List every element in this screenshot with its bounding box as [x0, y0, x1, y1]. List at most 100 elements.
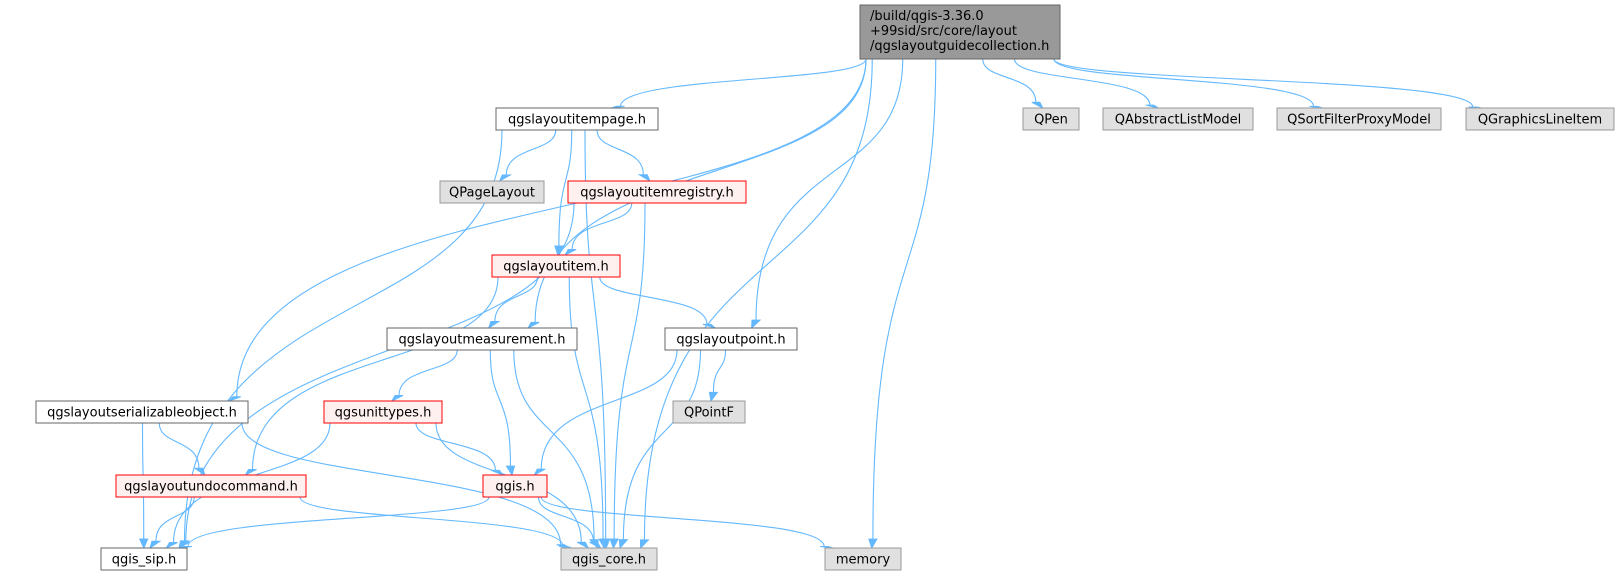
- node-qgline[interactable]: QGraphicsLineItem: [1465, 107, 1615, 131]
- edge-point-to-qgis: [533, 349, 678, 477]
- node-box: [1022, 107, 1080, 131]
- node-qpointf[interactable]: QPointF: [672, 400, 746, 424]
- node-label: qgslayoutpoint.h: [676, 333, 785, 348]
- edge-arrowhead: [609, 538, 619, 550]
- node-box: [386, 327, 578, 351]
- edge-line: [183, 129, 503, 541]
- edge-arrowhead: [708, 391, 719, 403]
- node-box: [859, 4, 1061, 60]
- edges-layer: [138, 58, 1482, 550]
- node-qabs[interactable]: QAbstractListModel: [1102, 107, 1254, 131]
- edge-arrowhead: [563, 248, 577, 257]
- node-sip[interactable]: qgis_sip.h: [100, 547, 188, 571]
- edge-line: [712, 349, 727, 393]
- edge-registry-to-item: [563, 202, 633, 257]
- edge-undo-to-sip: [149, 496, 195, 550]
- edge-root-to-qsort: [1053, 58, 1323, 109]
- node-label: QPointF: [684, 406, 734, 421]
- edge-line: [251, 276, 499, 470]
- edge-arrowhead: [228, 396, 241, 402]
- node-unittypes[interactable]: qgsunittypes.h: [323, 400, 443, 424]
- edge-arrowhead: [505, 465, 516, 477]
- node-box: [824, 547, 902, 571]
- node-qpagelayout[interactable]: QPageLayout: [439, 180, 545, 204]
- node-box: [439, 180, 545, 204]
- node-item[interactable]: qgslayoutitem.h: [491, 254, 621, 278]
- node-qgis[interactable]: qgis.h: [482, 474, 548, 498]
- node-box: [491, 254, 621, 278]
- edge-unittypes-to-qgis: [415, 422, 505, 477]
- node-box: [482, 474, 548, 498]
- node-label: qgslayoutitemregistry.h: [580, 186, 734, 201]
- edge-arrowhead: [639, 539, 650, 550]
- edge-line: [982, 58, 1037, 103]
- edge-root-to-core: [639, 58, 873, 550]
- node-label: qgis_sip.h: [112, 553, 176, 568]
- edge-root-to-qgline: [1053, 58, 1482, 109]
- node-label: QAbstractListModel: [1115, 113, 1242, 128]
- node-qpen[interactable]: QPen: [1022, 107, 1080, 131]
- node-core[interactable]: qgis_core.h: [560, 547, 658, 571]
- node-box: [664, 327, 798, 351]
- edge-line: [187, 496, 490, 547]
- edge-arrowhead: [177, 541, 191, 550]
- edge-item-to-core: [568, 276, 608, 550]
- edge-serializable-to-undo: [158, 422, 206, 477]
- edge-arrowhead: [554, 245, 564, 257]
- node-box: [35, 400, 249, 424]
- edge-point-to-qpointf: [708, 349, 727, 403]
- node-box: [115, 474, 307, 498]
- node-memory[interactable]: memory: [824, 547, 902, 571]
- node-root[interactable]: /build/qgis-3.36.0+99sid/src/core/layout…: [859, 4, 1061, 60]
- node-box: [560, 547, 658, 571]
- edge-arrowhead: [165, 542, 178, 550]
- node-undo[interactable]: qgslayoutundocommand.h: [115, 474, 307, 498]
- node-qsort[interactable]: QSortFilterProxyModel: [1276, 107, 1442, 131]
- node-label: memory: [836, 553, 891, 568]
- edge-line: [599, 276, 708, 325]
- edge-line: [643, 58, 873, 540]
- edge-line: [558, 129, 573, 247]
- node-box: [1102, 107, 1254, 131]
- edge-item-to-point: [599, 276, 716, 329]
- edge-line: [415, 422, 496, 471]
- edge-line: [571, 202, 633, 250]
- edge-arrowhead: [1145, 104, 1159, 109]
- edge-arrowhead: [820, 545, 834, 549]
- edge-line: [1013, 58, 1151, 106]
- node-label: qgslayoutitempage.h: [508, 113, 646, 128]
- edge-qgis-to-sip: [178, 496, 490, 549]
- edge-itempage-to-item: [554, 129, 573, 257]
- node-serializable[interactable]: qgslayoutserializableobject.h: [35, 400, 249, 424]
- node-label: qgis_core.h: [572, 553, 646, 568]
- edge-arrowhead: [498, 174, 513, 183]
- node-box: [1276, 107, 1442, 131]
- edge-line: [537, 496, 595, 543]
- edge-measurement-to-unittypes: [390, 349, 458, 403]
- node-registry[interactable]: qgslayoutitemregistry.h: [567, 180, 747, 204]
- edge-line: [568, 276, 604, 540]
- node-itempage[interactable]: qgslayoutitempage.h: [495, 107, 659, 131]
- node-label: qgsunittypes.h: [335, 406, 432, 421]
- edge-arrowhead: [702, 323, 716, 329]
- edge-arrowhead: [193, 467, 206, 477]
- edge-itempage-to-qpagelayout: [498, 129, 557, 183]
- edge-arrowhead: [637, 174, 651, 183]
- node-box: [567, 180, 747, 204]
- edge-point-to-core: [618, 349, 702, 550]
- edge-line: [596, 129, 644, 175]
- edge-root-to-itempage: [611, 58, 867, 109]
- node-box: [100, 547, 188, 571]
- edge-arrowhead: [1031, 101, 1044, 110]
- node-label: QPageLayout: [449, 186, 535, 201]
- node-measurement[interactable]: qgslayoutmeasurement.h: [386, 327, 578, 351]
- node-label: QPen: [1034, 113, 1068, 128]
- node-label: qgslayoutmeasurement.h: [399, 333, 566, 348]
- edge-line: [494, 276, 539, 322]
- node-label: qgslayoutitem.h: [503, 260, 609, 275]
- node-point[interactable]: qgslayoutpoint.h: [664, 327, 798, 351]
- node-label-line: /build/qgis-3.36.0: [870, 9, 984, 24]
- edge-line: [299, 496, 564, 547]
- node-box: [495, 107, 659, 131]
